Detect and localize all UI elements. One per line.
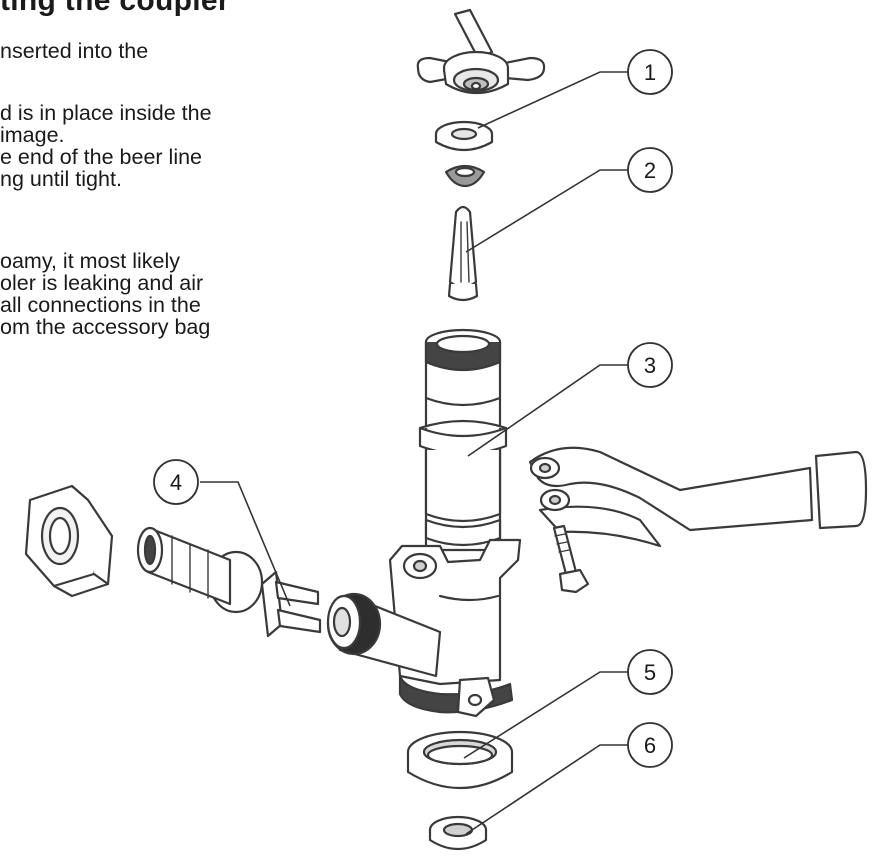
part-3-body-column xyxy=(418,328,508,552)
callout-label-5: 5 xyxy=(644,660,656,685)
side-outlet-nut xyxy=(326,592,442,678)
callout-circle-1 xyxy=(627,49,673,95)
callout-label-4: 4 xyxy=(170,470,182,495)
instruction-paragraph-2: d is in place inside the image. e end of… xyxy=(0,101,212,191)
callout-circle-6 xyxy=(627,722,673,768)
part-5-bottom-ring xyxy=(406,730,514,789)
leader-line-6 xyxy=(465,744,628,835)
part-1-washer xyxy=(434,120,494,152)
instruction-paragraph-3: oamy, it most likely oler is leaking and… xyxy=(0,249,211,339)
callout-label-1: 1 xyxy=(644,60,656,85)
callout-label-3: 3 xyxy=(644,353,656,378)
hex-nut xyxy=(24,484,114,598)
part-6-bottom-washer xyxy=(428,815,488,851)
callout-circle-2 xyxy=(627,147,673,193)
leader-line-2 xyxy=(465,169,628,253)
leader-line-3 xyxy=(467,364,628,457)
section-heading: ting the coupler xyxy=(0,0,230,17)
callout-label-6: 6 xyxy=(644,733,656,758)
hose-barb xyxy=(136,526,264,614)
instruction-paragraph-1: nserted into the xyxy=(0,39,149,63)
part-4-clip xyxy=(260,570,322,638)
lever-handle xyxy=(528,446,868,548)
valve-seal xyxy=(444,164,486,188)
top-wing-handle xyxy=(416,8,546,94)
callout-circle-4 xyxy=(153,459,199,505)
part-2-probe xyxy=(447,205,479,302)
leader-line-1 xyxy=(477,71,628,129)
leader-line-4 xyxy=(200,481,291,607)
callout-circle-5 xyxy=(627,649,673,695)
callout-circle-3 xyxy=(627,342,673,388)
pivot-bolt xyxy=(552,524,590,594)
leader-line-5 xyxy=(463,671,628,759)
callout-label-2: 2 xyxy=(644,158,656,183)
